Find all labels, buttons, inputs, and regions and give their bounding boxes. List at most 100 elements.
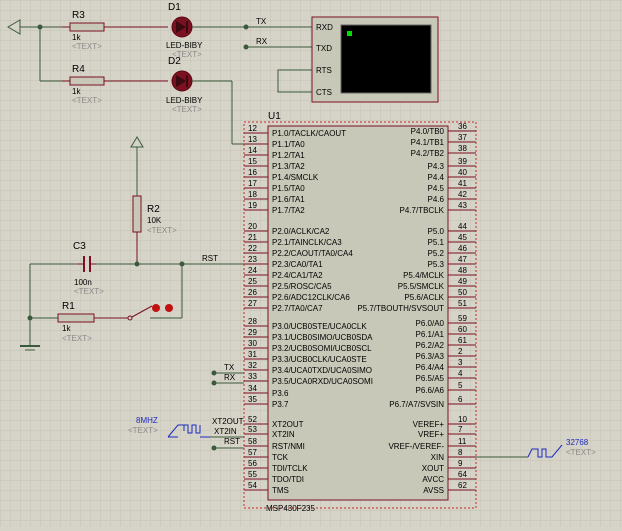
led-d2[interactable]: D2 LED-BIBY <TEXT>: [166, 56, 203, 114]
resistor-r2[interactable]: R2 10K <TEXT>: [132, 195, 177, 264]
mcu-pin-right[interactable]: 2P6.3/A3: [416, 347, 476, 361]
pin-name: P6.0/A0: [416, 319, 445, 328]
resistor-r4[interactable]: R4 1k <TEXT>: [62, 64, 168, 105]
mcu-pin-right[interactable]: 5P6.6/A6: [416, 381, 476, 395]
d1-type: LED-BIBY: [166, 41, 203, 50]
pin-name: XT2OUT: [272, 420, 304, 429]
resistor-r1[interactable]: R1 1k <TEXT>: [57, 301, 128, 343]
pin-number: 25: [248, 277, 257, 286]
pin-number: 13: [248, 135, 257, 144]
resistor-r3[interactable]: R3 1k <TEXT>: [62, 10, 168, 51]
pin-name: P4.4: [428, 173, 445, 182]
pin-number: 18: [248, 190, 257, 199]
pin-name: P3.0/UCB0STE/UCA0CLK: [272, 322, 367, 331]
mcu-selection-box: [243, 121, 477, 509]
capacitor-c3[interactable]: C3 100n <TEXT>: [73, 241, 104, 296]
mcu-pin-right[interactable]: 6P6.7/A7/SVSIN: [389, 395, 476, 409]
pin-name: P1.0/TACLK/CAOUT: [272, 129, 346, 138]
led-d1[interactable]: D1 LED-BIBY <TEXT>: [166, 2, 203, 59]
r3-value: 1k: [72, 33, 81, 42]
r2-placeholder: <TEXT>: [147, 226, 177, 235]
pin-number: 48: [458, 266, 467, 275]
r3-placeholder: <TEXT>: [72, 42, 102, 51]
pin-name: P6.4/A4: [416, 363, 445, 372]
clock-generator-32768[interactable]: 32768 <TEXT>: [527, 438, 596, 458]
reset-pushbutton[interactable]: [127, 304, 182, 321]
pin-number: 31: [248, 350, 257, 359]
pin-name: P3.6: [272, 389, 289, 398]
net-tx-mcu-label: TX: [224, 363, 235, 372]
clock-generator-8mhz[interactable]: 8MHZ <TEXT>: [128, 416, 210, 438]
pin-name: P5.0: [428, 227, 445, 236]
mcu-pin-right[interactable]: 3P6.4/A4: [416, 358, 476, 372]
pin-name: XIN: [431, 453, 445, 462]
pin-name: P6.7/A7/SVSIN: [389, 400, 444, 409]
virtual-terminal[interactable]: RXD TXD RTS CTS: [311, 16, 439, 103]
mcu-pin-right[interactable]: 4P6.5/A5: [416, 369, 476, 383]
mcu-body[interactable]: [267, 125, 449, 501]
pin-name: P6.2/A2: [416, 341, 445, 350]
vcc-terminal-reset[interactable]: [130, 136, 144, 196]
pin-name: AVSS: [423, 486, 444, 495]
pin-name: XT2IN: [272, 430, 295, 439]
